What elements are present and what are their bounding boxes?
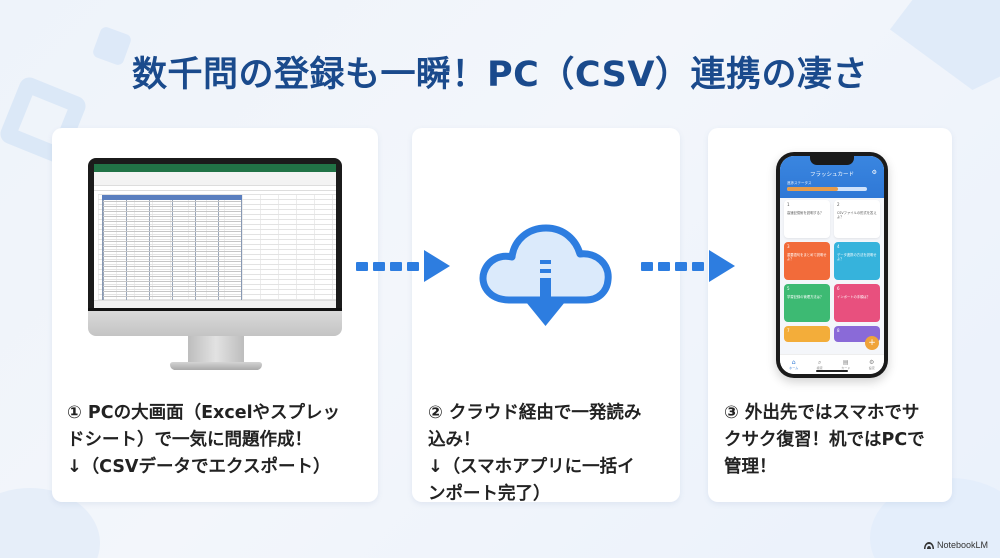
home-icon: ⌂ xyxy=(791,359,796,366)
step-2-text: ② クラウド経由で一発読み 込み！ ↓（スマホアプリに一括イ ンポート完了） xyxy=(428,403,642,504)
flashcard-number: 6 xyxy=(837,286,840,291)
nav-label: 設定 xyxy=(868,366,875,370)
monitor-bezel xyxy=(88,158,342,308)
step-3-text: ③ 外出先ではスマホでサ クサク復習！机ではPCで 管理！ xyxy=(724,403,925,477)
notebooklm-logo-icon xyxy=(923,541,934,549)
nav-item-cards[interactable]: ▤カード xyxy=(841,359,850,370)
spreadsheet-titlebar xyxy=(94,164,336,172)
nav-item-settings[interactable]: ⚙設定 xyxy=(869,359,875,370)
nav-label: カード xyxy=(841,366,851,370)
flashcard-question: 高速記憶術を説明する？ xyxy=(787,210,824,215)
nav-item-search[interactable]: ⌕検索 xyxy=(817,359,823,370)
spreadsheet-header-row xyxy=(102,195,242,200)
flashcard-question: 学習記録の管理方法は？ xyxy=(787,294,824,299)
cards-icon: ▤ xyxy=(842,359,849,366)
phone-notch xyxy=(810,156,854,165)
flashcard[interactable]: 4 データ連携の方法を説明せよ？ xyxy=(834,242,880,280)
step-1-text: ① PCの大画面（Excelやスプレッ ドシート）で一気に問題作成！ ↓（CSV… xyxy=(67,403,341,477)
page-title: 数千問の登録も一瞬！PC（CSV）連携の凄さ xyxy=(132,55,868,95)
settings-icon: ⚙ xyxy=(869,359,875,366)
monitor-chin xyxy=(88,308,342,336)
step-card-pc: ① PCの大画面（Excelやスプレッ ドシート）で一気に問題作成！ ↓（CSV… xyxy=(52,128,378,502)
bottom-nav: ⌂ホーム ⌕検索 ▤カード ⚙設定 xyxy=(780,354,884,374)
cloud-download-icon xyxy=(479,224,612,326)
nav-label: 検索 xyxy=(816,366,823,370)
flashcard[interactable]: 7 xyxy=(784,326,830,342)
spreadsheet-data-table xyxy=(102,195,242,307)
spreadsheet-statusbar xyxy=(94,300,336,308)
nav-label: ホーム xyxy=(789,366,799,370)
add-card-button[interactable]: + xyxy=(865,336,879,350)
flashcard-number: 5 xyxy=(787,286,790,291)
progress-label: 進捗ステータス xyxy=(787,181,812,185)
gear-icon[interactable]: ⚙ xyxy=(871,169,877,176)
flashcard-number: 2 xyxy=(837,202,840,207)
flashcard-question: 重要語句をまとめて説明せよ？ xyxy=(787,252,827,262)
flashcard-number: 1 xyxy=(787,202,790,207)
notebooklm-watermark: NotebookLM xyxy=(923,540,988,550)
progress-bar-fill xyxy=(787,187,839,191)
spreadsheet-screen xyxy=(94,164,336,308)
flashcard[interactable]: 1 高速記憶術を説明する？ xyxy=(784,200,830,238)
flashcard[interactable]: 3 重要語句をまとめて説明せよ？ xyxy=(784,242,830,280)
monitor-illustration xyxy=(88,158,342,374)
flashcard[interactable]: 6 インポートの手順は？ xyxy=(834,284,880,322)
spreadsheet-ribbon xyxy=(94,172,336,186)
monitor-base xyxy=(170,362,262,370)
flashcard-number: 4 xyxy=(837,244,840,249)
flashcard-question: データ連携の方法を説明せよ？ xyxy=(837,252,877,262)
progress-bar xyxy=(787,187,867,191)
app-title: フラッシュカード xyxy=(809,172,854,178)
dashed-arrow-right-icon xyxy=(641,250,735,282)
dashed-arrow-right-icon xyxy=(356,250,450,282)
brand-label: NotebookLM xyxy=(936,540,988,550)
flashcard[interactable]: 5 学習記録の管理方法は？ xyxy=(784,284,830,322)
home-indicator xyxy=(816,370,848,372)
step-card-cloud: ② クラウド経由で一発読み 込み！ ↓（スマホアプリに一括イ ンポート完了） xyxy=(412,128,680,504)
search-icon: ⌕ xyxy=(817,359,822,366)
spreadsheet-formula-bar xyxy=(94,186,336,191)
monitor-stand xyxy=(188,336,244,364)
flashcard-number: 3 xyxy=(787,244,790,249)
flashcard-number: 7 xyxy=(787,328,790,333)
flashcard-question: インポートの手順は？ xyxy=(837,294,870,299)
flashcard-number: 8 xyxy=(837,328,840,333)
flashcard-question: CSVファイルの形式を答えよ？ xyxy=(837,210,877,220)
nav-item-home[interactable]: ⌂ホーム xyxy=(789,359,798,370)
